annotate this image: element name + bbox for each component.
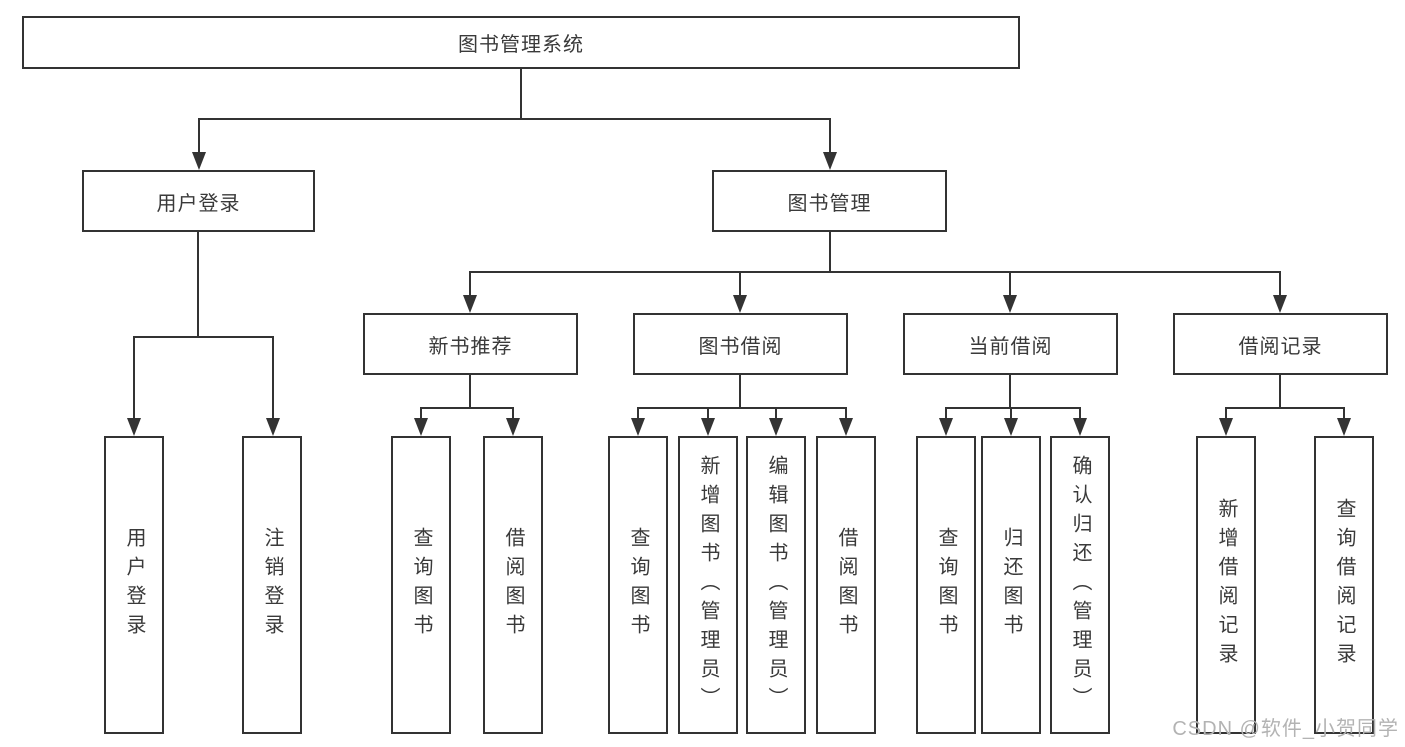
connector-line bbox=[133, 336, 274, 338]
book-borrow-label: 图书借阅 bbox=[698, 335, 783, 358]
confirm-return-admin-leaf: 确认归还（管理员） bbox=[1050, 436, 1110, 734]
user-login-node-label: 用户登录 bbox=[156, 192, 241, 215]
add-books-admin-leaf: 新增图书（管理员） bbox=[678, 436, 738, 734]
connector-line bbox=[845, 407, 847, 418]
logout-leaf-label: 注销登录 bbox=[261, 527, 283, 643]
connector-line bbox=[945, 407, 1081, 409]
root-node-label: 图书管理系统 bbox=[458, 34, 584, 56]
user-login-node: 用户登录 bbox=[82, 170, 315, 232]
connector-line bbox=[512, 407, 514, 418]
connector-line bbox=[1225, 407, 1345, 409]
query-books-leaf-3: 查询图书 bbox=[916, 436, 976, 734]
return-books-leaf: 归还图书 bbox=[981, 436, 1041, 734]
borrow-record-label: 借阅记录 bbox=[1238, 335, 1323, 358]
current-borrow-node: 当前借阅 bbox=[903, 313, 1118, 375]
arrowhead bbox=[823, 152, 837, 170]
connector-line bbox=[1279, 271, 1281, 295]
book-management-node-label: 图书管理 bbox=[787, 192, 872, 215]
arrowhead bbox=[701, 418, 715, 436]
query-books-leaf-2: 查询图书 bbox=[608, 436, 668, 734]
connector-line bbox=[272, 336, 274, 418]
add-borrow-record-leaf-label: 新增借阅记录 bbox=[1215, 498, 1237, 672]
connector-line bbox=[197, 232, 199, 336]
arrowhead bbox=[463, 295, 477, 313]
query-borrow-record-leaf: 查询借阅记录 bbox=[1314, 436, 1374, 734]
connector-line bbox=[775, 407, 777, 418]
connector-line bbox=[133, 336, 135, 418]
logout-leaf: 注销登录 bbox=[242, 436, 302, 734]
connector-line bbox=[1079, 407, 1081, 418]
query-books-leaf-2-label: 查询图书 bbox=[627, 527, 649, 643]
arrowhead bbox=[1337, 418, 1351, 436]
arrowhead bbox=[1073, 418, 1087, 436]
arrowhead bbox=[266, 418, 280, 436]
current-borrow-label: 当前借阅 bbox=[968, 335, 1053, 358]
arrowhead bbox=[769, 418, 783, 436]
connector-line bbox=[945, 407, 947, 418]
arrowhead bbox=[1219, 418, 1233, 436]
user-login-leaf: 用户登录 bbox=[104, 436, 164, 734]
arrowhead bbox=[839, 418, 853, 436]
new-book-recommend-label: 新书推荐 bbox=[428, 335, 513, 358]
query-books-leaf-3-label: 查询图书 bbox=[935, 527, 957, 643]
connector-line bbox=[1225, 407, 1227, 418]
watermark: CSDN @软件_小贺同学 bbox=[1172, 718, 1399, 740]
connector-line bbox=[707, 407, 709, 418]
connector-line bbox=[420, 407, 422, 418]
arrowhead bbox=[939, 418, 953, 436]
connector-line bbox=[829, 232, 831, 271]
connector-line bbox=[198, 118, 200, 152]
query-books-leaf-label: 查询图书 bbox=[410, 527, 432, 643]
connector-line bbox=[637, 407, 639, 418]
connector-line bbox=[1343, 407, 1345, 418]
connector-line bbox=[1009, 375, 1011, 407]
borrow-record-node: 借阅记录 bbox=[1173, 313, 1388, 375]
arrowhead bbox=[1273, 295, 1287, 313]
connector-line bbox=[469, 375, 471, 407]
edit-books-admin-leaf-label: 编辑图书（管理员） bbox=[765, 454, 787, 716]
connector-line bbox=[1010, 407, 1012, 418]
arrowhead bbox=[631, 418, 645, 436]
new-book-recommend-node: 新书推荐 bbox=[363, 313, 578, 375]
add-books-admin-leaf-label: 新增图书（管理员） bbox=[697, 454, 719, 716]
confirm-return-admin-leaf-label: 确认归还（管理员） bbox=[1069, 454, 1091, 716]
arrowhead bbox=[127, 418, 141, 436]
user-login-leaf-label: 用户登录 bbox=[123, 527, 145, 643]
query-books-leaf: 查询图书 bbox=[391, 436, 451, 734]
book-borrow-node: 图书借阅 bbox=[633, 313, 848, 375]
connector-line bbox=[198, 118, 831, 120]
arrowhead bbox=[1004, 418, 1018, 436]
arrowhead bbox=[414, 418, 428, 436]
book-management-node: 图书管理 bbox=[712, 170, 947, 232]
add-borrow-record-leaf: 新增借阅记录 bbox=[1196, 436, 1256, 734]
connector-line bbox=[420, 407, 514, 409]
borrow-books-leaf-2-label: 借阅图书 bbox=[835, 527, 857, 643]
return-books-leaf-label: 归还图书 bbox=[1000, 527, 1022, 643]
arrowhead bbox=[192, 152, 206, 170]
edit-books-admin-leaf: 编辑图书（管理员） bbox=[746, 436, 806, 734]
connector-line bbox=[469, 271, 471, 295]
connector-line bbox=[1009, 271, 1011, 295]
query-borrow-record-leaf-label: 查询借阅记录 bbox=[1333, 498, 1355, 672]
borrow-books-leaf: 借阅图书 bbox=[483, 436, 543, 734]
borrow-books-leaf-label: 借阅图书 bbox=[502, 527, 524, 643]
connector-line bbox=[829, 118, 831, 152]
arrowhead bbox=[1003, 295, 1017, 313]
connector-line bbox=[739, 271, 741, 295]
arrowhead bbox=[733, 295, 747, 313]
connector-line bbox=[469, 271, 1281, 273]
connector-line bbox=[739, 375, 741, 407]
connector-line bbox=[520, 69, 522, 119]
root-node: 图书管理系统 bbox=[22, 16, 1020, 69]
connector-line bbox=[1279, 375, 1281, 407]
connector-line bbox=[637, 407, 847, 409]
borrow-books-leaf-2: 借阅图书 bbox=[816, 436, 876, 734]
arrowhead bbox=[506, 418, 520, 436]
